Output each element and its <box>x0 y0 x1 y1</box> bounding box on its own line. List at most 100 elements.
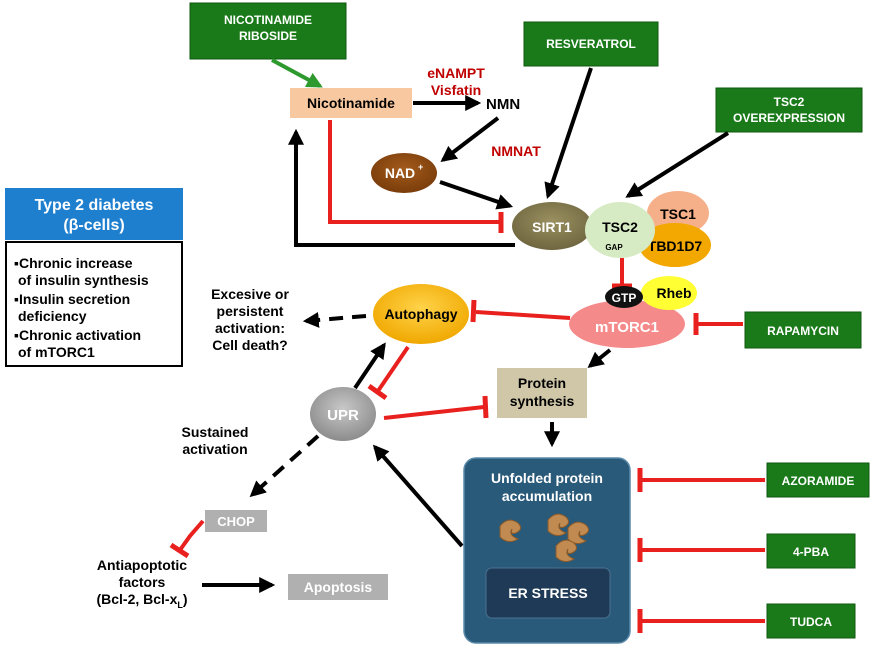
nicotinamide-riboside-line1: NICOTINAMIDE <box>224 13 312 27</box>
chop-label: CHOP <box>217 514 255 529</box>
tsc2-overexpression-line1: TSC2 <box>774 95 805 109</box>
mtorc1-to-protein-synthesis-arrow <box>587 348 612 368</box>
unfolded-protein-icons <box>499 513 590 563</box>
upr-inhibits-protein-synthesis-line <box>383 405 485 420</box>
unfolded-line1: Unfolded protein <box>491 470 603 486</box>
protein-glyph-4 <box>555 539 578 563</box>
nmn-to-nad-arrow <box>440 116 500 162</box>
rheb-node: Rheb <box>641 276 697 310</box>
diabetes-item-4: deficiency <box>18 308 87 324</box>
protein-glyph-1 <box>499 519 522 543</box>
er-stress-to-upr-arrow <box>372 444 464 548</box>
nad-label: NAD <box>385 165 415 181</box>
tudca-box: TUDCA <box>766 603 856 639</box>
sustained-line1: Sustained <box>182 424 249 440</box>
sustained-line2: activation <box>182 441 247 457</box>
enampt-label: eNAMPT <box>427 65 485 81</box>
antiapoptotic-line2: factors <box>119 574 166 590</box>
nicotinamide-riboside-box: NICOTINAMIDE RIBOSIDE <box>189 2 347 60</box>
tbd1d7-label: TBD1D7 <box>648 238 703 254</box>
protein-synthesis-line1: Protein <box>518 375 566 391</box>
diabetes-item-1: ▪Chronic increase <box>14 255 133 271</box>
rheb-label: Rheb <box>657 285 692 301</box>
nicotinamide-box: Nicotinamide <box>290 88 412 118</box>
antiapoptotic-line1: Antiapoptotic <box>97 557 187 573</box>
resveratrol-box: RESVERATROL <box>523 21 659 67</box>
diabetes-item-2: of insulin synthesis <box>18 272 149 288</box>
autophagy-to-cell-death-dashed-arrow <box>302 311 367 328</box>
nicotinamide-label: Nicotinamide <box>307 95 395 111</box>
mtorc1-label: mTORC1 <box>595 319 659 336</box>
azoramide-label: AZORAMIDE <box>782 474 855 488</box>
tsc2-overexpression-to-tsc2-arrow <box>625 131 730 198</box>
rapamycin-label: RAPAMYCIN <box>767 324 839 338</box>
unfolded-line2: accumulation <box>502 488 592 504</box>
visfatin-label: Visfatin <box>431 82 481 98</box>
nad-superscript: + <box>418 162 423 172</box>
gtp-node: GTP <box>605 286 643 308</box>
sirt1-to-nicotinamide-arrow <box>288 128 515 247</box>
nicotinamide-inhibits-sirt1-line <box>328 120 500 224</box>
cell-death-line1: Excesive or <box>211 286 289 302</box>
upr-to-autophagy-arrow <box>353 342 386 390</box>
pba-label: 4-PBA <box>793 545 829 559</box>
nmnat-label: NMNAT <box>491 143 541 159</box>
tsc1-label: TSC1 <box>660 206 696 222</box>
chop-inhibits-antiapoptotic-line <box>178 519 205 552</box>
cell-death-label: Excesive or persistent activation: Cell … <box>211 286 289 353</box>
protein-glyph-2 <box>547 513 570 537</box>
autophagy-inhibit-bar <box>367 383 388 401</box>
tudca-label: TUDCA <box>790 615 832 629</box>
mtorc1-node: mTORC1 <box>569 300 685 348</box>
autophagy-inhibits-upr-line <box>376 345 410 393</box>
diabetes-title-line2: (β-cells) <box>63 217 124 234</box>
tbd1d7-node: TBD1D7 <box>639 223 711 267</box>
chop-inhibit-bar <box>169 542 190 559</box>
protein-synthesis-box: Protein synthesis <box>497 368 587 418</box>
nad-to-sirt1-arrow <box>439 180 514 210</box>
diabetes-panel: Type 2 diabetes (β-cells) ▪Chronic incre… <box>5 188 183 367</box>
antiapoptotic-label: Antiapoptotic factors (Bcl-2, Bcl-xL) <box>96 557 187 610</box>
diabetes-item-5: ▪Chronic activation <box>14 327 141 343</box>
upr-to-chop-dashed-arrow <box>249 434 320 498</box>
tsc2-overexpression-line2: OVEREXPRESSION <box>733 111 845 125</box>
azoramide-box: AZORAMIDE <box>766 462 870 498</box>
apoptosis-label: Apoptosis <box>304 579 373 595</box>
tsc2-overexpression-box: TSC2 OVEREXPRESSION <box>715 87 863 133</box>
cell-death-line3: activation: <box>215 320 285 336</box>
mtorc1-inhibit-bar <box>470 299 477 323</box>
diabetes-item-6: of mTORC1 <box>18 344 95 360</box>
pba-box: 4-PBA <box>766 533 856 569</box>
er-stress-label: ER STRESS <box>508 585 587 601</box>
autophagy-node: Autophagy <box>373 284 469 344</box>
gap-label: GAP <box>605 243 623 252</box>
sirt1-node: SIRT1 <box>512 202 592 250</box>
autophagy-label: Autophagy <box>384 306 457 322</box>
resveratrol-label: RESVERATROL <box>546 37 636 51</box>
tsc2-label: TSC2 <box>602 219 638 235</box>
diabetes-item-3: ▪Insulin secretion <box>14 291 130 307</box>
nad-node: NAD + <box>371 153 437 193</box>
cell-death-line2: persistent <box>217 303 284 319</box>
sirt1-label: SIRT1 <box>532 219 572 235</box>
upr-label: UPR <box>327 407 359 424</box>
apoptosis-box: Apoptosis <box>288 574 388 600</box>
bcl-main: (Bcl-2, Bcl-x <box>96 591 177 607</box>
nicotinamide-riboside-line2: RIBOSIDE <box>239 29 297 43</box>
er-stress-panel: Unfolded protein accumulation ER STRESS <box>463 457 631 644</box>
gtp-label: GTP <box>612 291 637 305</box>
tsc1-node: TSC1 <box>647 191 709 235</box>
upr-node: UPR <box>310 387 376 441</box>
protein-synthesis-line2: synthesis <box>510 393 575 409</box>
diabetes-title-line1: Type 2 diabetes <box>35 197 154 214</box>
nmn-label: NMN <box>486 96 520 113</box>
riboside-to-nicotinamide-arrow <box>271 58 323 88</box>
cell-death-line4: Cell death? <box>212 337 287 353</box>
tsc2-node: TSC2 GAP <box>585 202 655 258</box>
chop-box: CHOP <box>205 510 267 532</box>
er-stress-inner-box <box>485 567 611 619</box>
bcl-close: ) <box>183 591 188 607</box>
bcl-subscript: L <box>177 600 183 610</box>
rapamycin-box: RAPAMYCIN <box>744 311 862 349</box>
